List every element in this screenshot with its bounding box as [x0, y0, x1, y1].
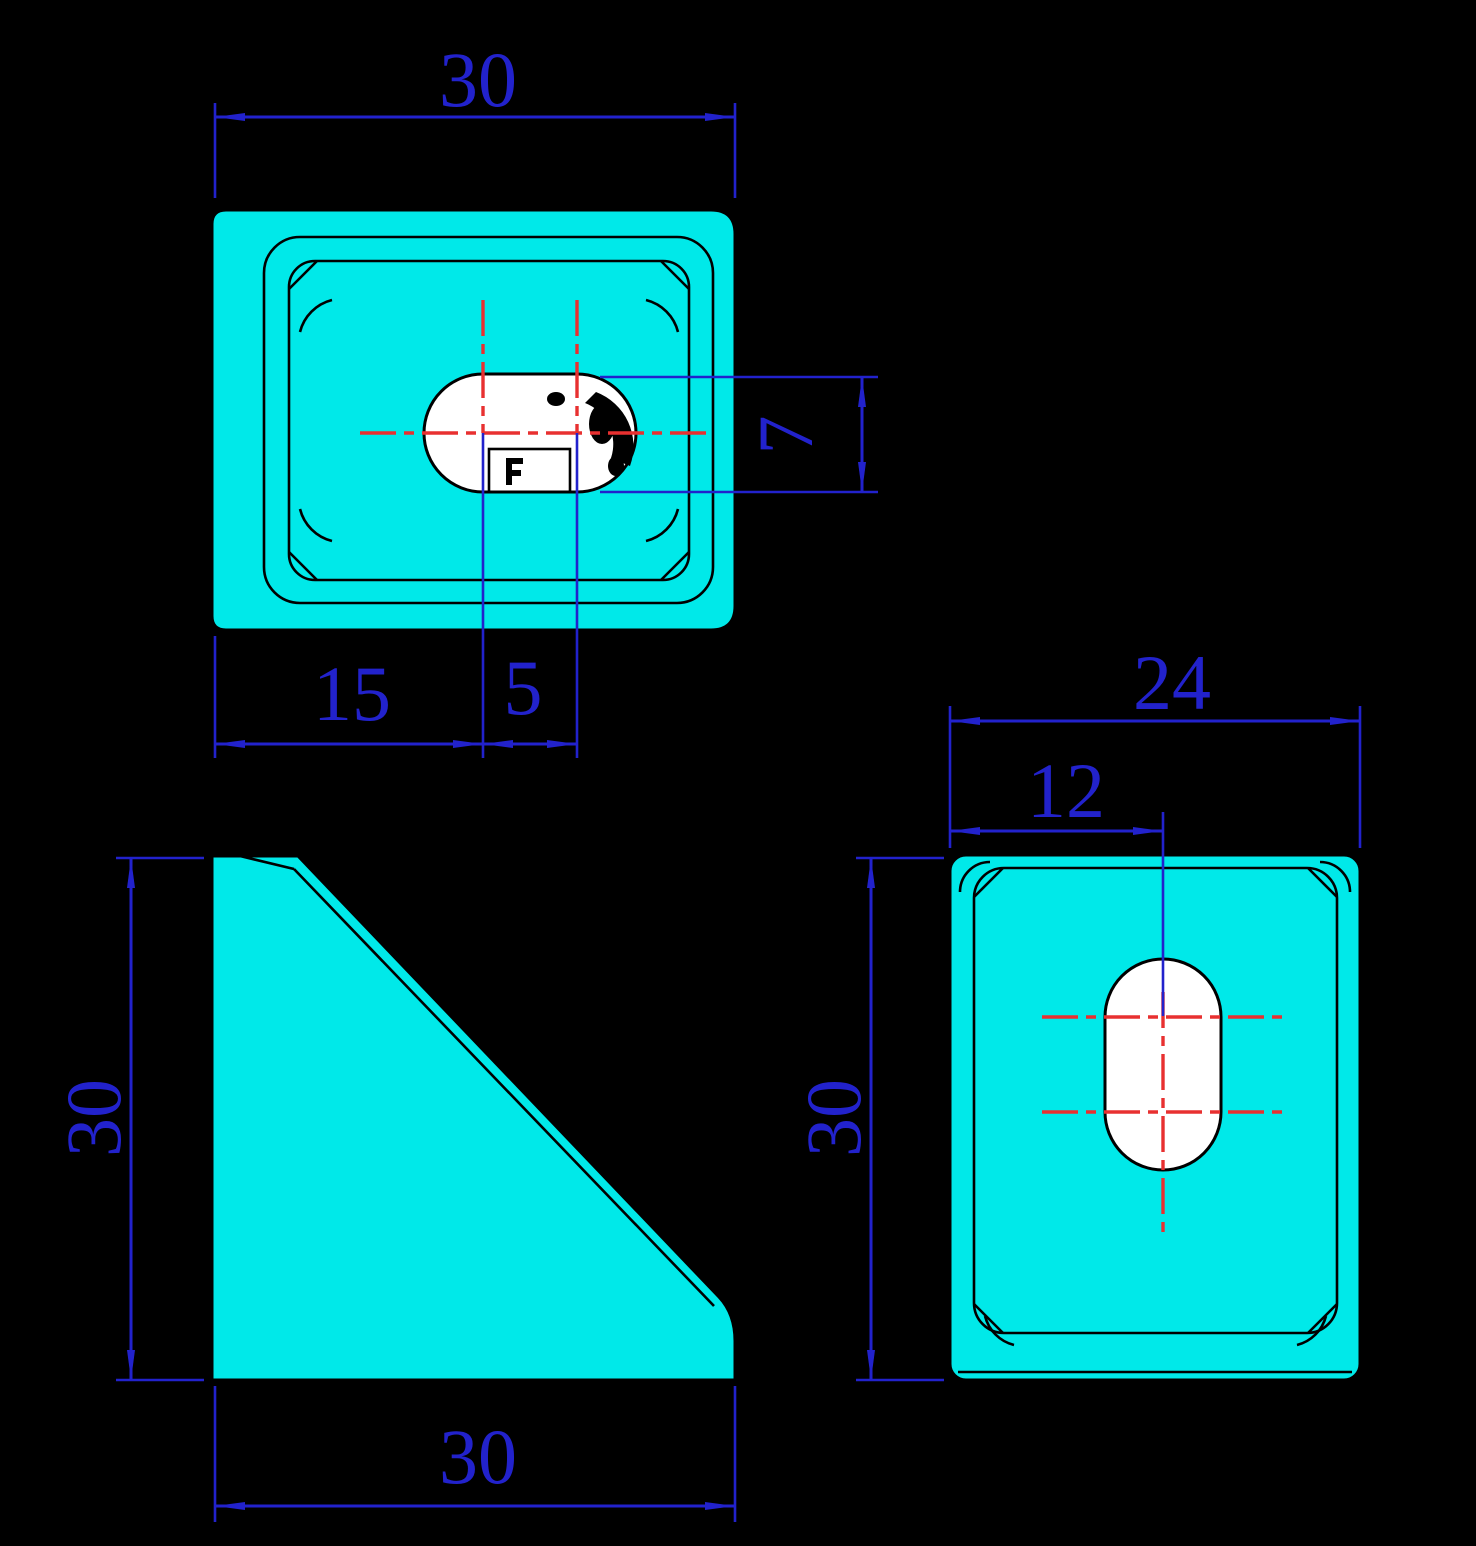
dimension-top-width: 30 — [213, 36, 737, 198]
dimension-front-width: 30 — [213, 1386, 737, 1522]
dimension-slot-width: 7 — [600, 375, 878, 494]
dimension-slot-position: 15 5 — [213, 433, 579, 758]
side-view-inner-edge — [972, 866, 1339, 1335]
front-view-outline — [210, 854, 737, 1382]
front-view: 30 30 — [50, 854, 737, 1522]
dim-label-side-width: 24 — [1133, 639, 1211, 726]
top-view-corner-fillets — [288, 260, 690, 581]
front-view-chamfer-edge — [293, 868, 715, 1307]
top-view-centerlines — [360, 300, 714, 435]
front-view-top-chamfer — [239, 854, 295, 871]
dimension-side-height: 30 — [790, 856, 944, 1382]
dim-label-side-slot-center: 12 — [1027, 747, 1105, 834]
dim-label-slot-spacing: 5 — [504, 644, 543, 731]
dimension-side-width: 24 — [948, 639, 1362, 848]
dim-label-side-height: 30 — [790, 1079, 877, 1157]
side-view-corner-fillets — [958, 860, 1352, 1374]
dim-label-slot-left: 15 — [313, 650, 391, 737]
top-view-inner-edge-2 — [287, 259, 691, 582]
dimension-front-height: 30 — [50, 856, 204, 1382]
side-view: 24 12 30 — [790, 639, 1362, 1382]
dim-label-slot-width: 7 — [742, 416, 829, 455]
dim-label-front-width: 30 — [439, 1413, 517, 1500]
dim-label-front-height: 30 — [50, 1079, 137, 1157]
dim-label-top-width: 30 — [439, 36, 517, 123]
side-view-centerlines — [1042, 992, 1287, 1238]
top-view: 30 7 15 5 — [210, 36, 878, 758]
dimension-side-slot-center: 12 — [950, 747, 1165, 1016]
top-view-inner-edge-1 — [262, 235, 715, 605]
